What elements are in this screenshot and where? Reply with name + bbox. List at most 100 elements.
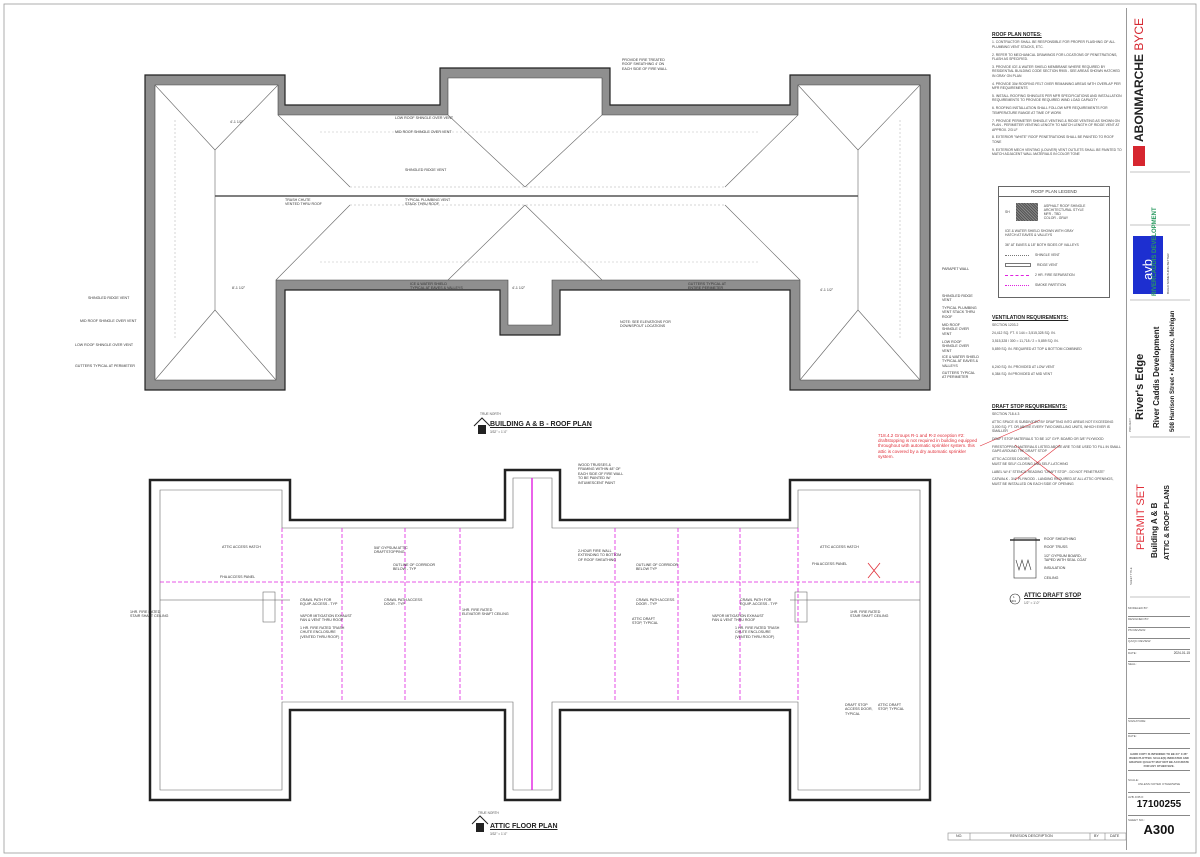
attic-plan xyxy=(148,468,932,832)
dimension: 8'-1 1/2" xyxy=(232,286,246,290)
roof-label: LOW ROOF SHINGLE OVER VENT xyxy=(395,116,454,120)
attic-label: CRAWL PATH FOR EQUIP. ACCESS - TYP xyxy=(740,598,778,607)
roof-label: ICE & WATER SHIELD TYPICAL AT EAVES & VA… xyxy=(942,355,979,368)
note: 8. EXTERIOR "WHITE" ROOF PENETRATIONS SH… xyxy=(992,135,1114,144)
project-address: 508 Harrison Street • Kalamazoo, Michiga… xyxy=(1170,310,1176,432)
abonmarche-logo-mark xyxy=(1133,146,1145,166)
legend-ice-water: ICE & WATER SHIELD SHOWN WITH GRAY HATCH… xyxy=(1005,229,1074,237)
roof-label: SHINGLED RIDGE VENT xyxy=(405,168,447,172)
field-label: SEAL: xyxy=(1128,662,1137,666)
developer-name: River Caddis Development xyxy=(1152,326,1161,428)
legend-item: SHINGLE VENT xyxy=(1035,253,1060,257)
dimension: 4'-1 1/2" xyxy=(512,286,526,290)
attic-label: ATTIC DRAFT STOP, TYPICAL xyxy=(878,703,905,712)
draft-stop-heading: DRAFT STOP REQUIREMENTS: xyxy=(992,404,1068,410)
note: 6,384 SQ. IN PROVIDED AT MID VENT xyxy=(992,372,1053,377)
roof-label: MID ROOF SHINGLE OVER VENT xyxy=(395,130,452,134)
draft-stop-detail xyxy=(1009,537,1040,605)
attic-label: ATTIC DRAFT STOP, TYPICAL xyxy=(632,617,659,626)
attic-label: FHA ACCESS PANEL xyxy=(220,575,256,579)
roof-label: SHINGLED RIDGE VENT xyxy=(942,294,973,303)
revision-col: DATE xyxy=(1110,834,1120,838)
attic-label: 2-HOUR FIRE WALL EXTENDING TO BOTTOM OF … xyxy=(578,549,622,562)
note: SECTION 718.4.3 xyxy=(992,412,1020,417)
revision-col: BY xyxy=(1094,834,1099,838)
roof-label: ICE & WATER SHIELD TYPICAL AT EAVES & VA… xyxy=(410,282,463,291)
draft-stop-requirements: DRAFT STOP REQUIREMENTS: SECTION 718.4.3… xyxy=(992,404,1122,490)
note: 24,412 SQ. FT. X 144 = 3,515,328 SQ. IN. xyxy=(992,331,1056,336)
legend-item: RIDGE VENT xyxy=(1037,263,1058,267)
attic-label: ATTIC ACCESS HATCH xyxy=(820,545,859,549)
sheet-title-label: SHEET TITLE xyxy=(1129,567,1133,585)
detail-label: ROOF TRUSS xyxy=(1044,545,1068,549)
note: 3. PROVIDE ICE & WATER SHIELD MEMBRANE W… xyxy=(992,65,1120,78)
north-label: TRUE NORTH xyxy=(480,412,501,416)
attic-outline xyxy=(148,468,932,802)
attic-label: 5/8" GYPSUM ATTIC DRAFTSTOPPING xyxy=(374,546,408,555)
north-arrow xyxy=(471,815,489,832)
roof-label: GUTTERS TYPICAL AT PERIMETER xyxy=(75,364,135,368)
legend-heading: ROOF PLAN LEGEND xyxy=(999,187,1109,197)
attic-label: 1HR. FIRE RATED ELEVATOR SHAFT CEILING xyxy=(462,608,509,617)
scale-label: SCALE: xyxy=(1128,778,1139,782)
ventilation-heading: VENTILATION REQUIREMENTS: xyxy=(992,315,1069,321)
note: 9. EXTERIOR MECH VENTING (LOUVER) VENT O… xyxy=(992,147,1122,157)
detail-scale: 1/2" = 1'-0" xyxy=(1024,601,1040,605)
note: 2. REFER TO MECHANICAL DRAWINGS FOR LOCA… xyxy=(992,52,1118,62)
note: 5,859 SQ. IN. REQUIRED AT TOP & BOTTOM C… xyxy=(992,347,1082,352)
attic-label: 1 HR. FIRE RATED TRASH CHUTE ENCLOSURE (… xyxy=(735,626,780,639)
note: 5. INSTALL ROOFING SHINGLES PER MFR SPEC… xyxy=(992,94,1122,103)
attic-plan-scale: 3/32" = 1'-0" xyxy=(490,832,508,836)
field-label: SIGNATURE: xyxy=(1128,719,1147,723)
note: SECTION 1203.2 xyxy=(992,323,1019,328)
client-logo: RIVERCADDIS DEVELOPMENT xyxy=(1152,207,1158,296)
note: DRAFT STOP MATERIALS TO BE 1/2" GYP. BOA… xyxy=(992,437,1104,442)
dimension: 4'-1 1/2" xyxy=(820,288,834,292)
detail-label: CEILING xyxy=(1044,576,1059,580)
note: ATTIC SPACE IS SUBDIVIDED BY DRAFTING IN… xyxy=(992,420,1114,434)
roof-label: GUTTERS TYPICAL AT PERIMETER xyxy=(942,371,975,380)
attic-label: WOOD TRUSSES & FRAMING WITHIN 48" OF EAC… xyxy=(578,463,624,485)
roof-plan xyxy=(144,67,931,434)
date-value: 2024-01-15 xyxy=(1173,651,1190,655)
note: 1. CONTRACTOR SHALL BE RESPONSIBLE FOR P… xyxy=(992,40,1116,49)
attic-label: OUTLINE OF CORRIDOR BELOW TYP xyxy=(636,563,679,572)
markup-x xyxy=(867,562,881,579)
hard-copy-note: HARD COPY IS INTENDED TO BE 24" X 36" WH… xyxy=(1128,752,1190,771)
field-label: DESIGNED BY: xyxy=(1128,617,1150,621)
attic-label: 1 HR. FIRE RATED TRASH CHUTE ENCLOSURE (… xyxy=(300,626,345,639)
building-name: Building A & B xyxy=(1150,502,1159,558)
note: 6. ROOFING INSTALLATION SHALL FOLLOW MFR… xyxy=(992,106,1108,115)
attic-label: 1HR. FIRE RATED STAIR SHAFT CEILING xyxy=(850,610,889,619)
north-arrow xyxy=(473,417,491,434)
attic-label: FHA ACCESS PANEL xyxy=(812,562,848,566)
detail-title: ATTIC DRAFT STOP xyxy=(1024,593,1082,599)
sheet-no-label: SHEET NO.: xyxy=(1128,818,1145,822)
attic-plan-title: ATTIC FLOOR PLAN xyxy=(490,823,558,830)
title-block xyxy=(1126,8,1193,850)
set-name: PERMIT SET xyxy=(1135,484,1147,550)
notes-heading: ROOF PLAN NOTES: xyxy=(992,32,1042,38)
attic-label: 1HR. FIRE RATED STAIR SHAFT CEILING xyxy=(130,610,169,619)
legend-tag: SH xyxy=(1005,210,1010,214)
sheet-title: ATTIC & ROOF PLANS xyxy=(1164,485,1171,560)
field-label: DATE: xyxy=(1128,734,1137,738)
roof-label: MID ROOF SHINGLE OVER VENT xyxy=(942,323,969,336)
roof-plan-title: BUILDING A & B - ROOF PLAN xyxy=(490,421,592,428)
legend-item: SMOKE PARTITION xyxy=(1035,283,1066,287)
roof-label: PROVIDE FIRE TREATED ROOF SHEATHING 4' O… xyxy=(622,58,668,71)
roof-plan-legend: ROOF PLAN LEGEND SH ASPHALT ROOF SHINGLE… xyxy=(998,186,1110,298)
detail-label: 1/2" GYPSUM BOARD, TAPED WITH SEAL COAT xyxy=(1044,554,1087,563)
field-label: QA/QC REVIEW: xyxy=(1128,639,1152,643)
note: LABEL W/ 4" STENCIL READING "DRAFT STOP … xyxy=(992,469,1105,474)
note: 3,515,328 / 300 = 11,718 / 2 = 5,859 SQ.… xyxy=(992,339,1059,344)
note: CATWALK - 3/4" PLYWOOD - LANDING REQUIRE… xyxy=(992,477,1114,486)
avb-logo xyxy=(1133,236,1163,294)
roof-label: SHINGLED RIDGE VENT xyxy=(88,296,130,300)
firm-name: ABONMARCHE xyxy=(1132,54,1146,142)
scale-value: UNLESS NOTED OTHERWISE xyxy=(1137,782,1181,786)
attic-label: DRAFT STOP ACCESS DOOR, TYPICAL xyxy=(845,703,873,716)
firm-name-suffix: BYCE xyxy=(1132,17,1146,51)
detail-label: ROOF SHEATHING xyxy=(1044,537,1077,541)
